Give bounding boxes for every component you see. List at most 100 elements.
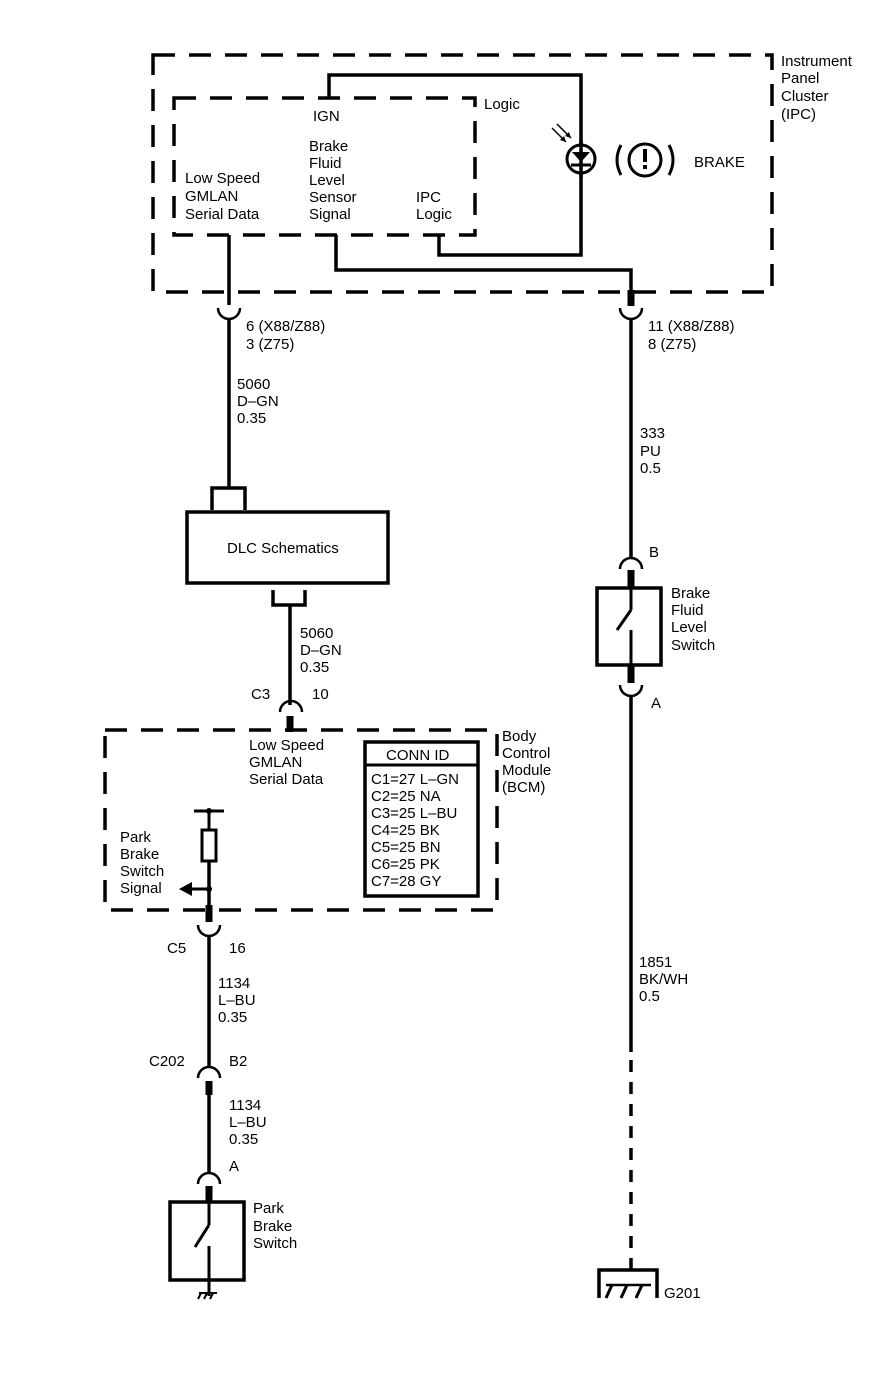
conn-id-row: C4=25 BK xyxy=(371,822,440,839)
ipc-logic-boundary xyxy=(172,96,477,237)
bcm-gmlan-line: GMLAN xyxy=(249,754,302,771)
sensor-label-line: Signal xyxy=(309,206,351,223)
wire-color: PU xyxy=(640,443,661,460)
switch-body xyxy=(595,586,663,667)
ign-led-circuit xyxy=(327,73,583,257)
ipc-pin-label: 11 (X88/Z88) xyxy=(648,318,734,335)
bcm-name-line: Body xyxy=(502,728,537,745)
connector-female-icon xyxy=(196,1171,222,1185)
wire-size: 0.35 xyxy=(218,1009,247,1026)
wire-color: L–BU xyxy=(229,1114,267,1131)
ground-icon xyxy=(597,1268,659,1299)
switch-name-line: Switch xyxy=(253,1235,297,1252)
connector-pin: B2 xyxy=(229,1053,247,1070)
park-signal-line: Brake xyxy=(120,846,159,863)
signal-arrow-icon xyxy=(179,882,192,896)
bcm-name-line: Module xyxy=(502,762,551,779)
wire-color: L–BU xyxy=(218,992,256,1009)
bcm-gmlan-line: Low Speed xyxy=(249,737,324,754)
connector-female-icon xyxy=(278,699,304,713)
switch-contact-icon xyxy=(615,609,633,631)
conn-id-row: C7=28 GY xyxy=(371,873,441,890)
connector-pin: B xyxy=(649,544,659,561)
connector-id: C5 xyxy=(167,940,186,957)
bcm-boundary xyxy=(103,728,499,912)
wire-size: 0.5 xyxy=(639,988,660,1005)
connector-pin: A xyxy=(651,695,661,712)
connector-pin: A xyxy=(229,1158,239,1175)
wire-color: BK/WH xyxy=(639,971,688,988)
switch-name-line: Fluid xyxy=(671,602,704,619)
sensor-label-line: Sensor xyxy=(309,189,357,206)
led-icon xyxy=(551,123,597,178)
sensor-label-line: Brake xyxy=(309,138,348,155)
switch-name-line: Brake xyxy=(671,585,710,602)
gmlan-circuit-lower: 5060 D–GN 0.35 C3 10 xyxy=(251,605,342,732)
wire-circuit-number: 5060 xyxy=(237,376,270,393)
wire-circuit-number: 1134 xyxy=(218,975,250,992)
park-signal-line: Park xyxy=(120,829,151,846)
bcm-name-line: (BCM) xyxy=(502,779,545,796)
ipc-pin-label: 6 (X88/Z88) xyxy=(246,318,325,335)
dlc-connector-bottom xyxy=(271,590,307,607)
dlc-component[interactable]: DLC Schematics xyxy=(185,486,390,607)
gmlan-label-line: Low Speed xyxy=(185,170,260,187)
fluid-circuit: 11 (X88/Z88) 8 (Z75) 333 PU 0.5 xyxy=(618,290,734,558)
ipc-module: Instrument Panel Cluster (IPC) Logic IGN… xyxy=(151,53,853,305)
wire-size: 0.35 xyxy=(229,1131,258,1148)
wire-size: 0.5 xyxy=(640,460,661,477)
wire-circuit-number: 1134 xyxy=(229,1097,261,1114)
wire-color: D–GN xyxy=(300,642,342,659)
connector-female-icon xyxy=(196,1065,222,1079)
ipc-name-line: (IPC) xyxy=(781,106,816,123)
bcm-module: Body Control Module (BCM) Low Speed GMLA… xyxy=(103,728,551,912)
wire-circuit-number: 1851 xyxy=(639,954,672,971)
connector-female-icon xyxy=(618,556,644,570)
conn-id-row: C1=27 L–GN xyxy=(371,771,459,788)
logic-label: Logic xyxy=(484,96,520,113)
connector-female-icon xyxy=(216,307,242,321)
ipc-pin-label: 8 (Z75) xyxy=(648,336,696,353)
connector-pin: 16 xyxy=(229,940,246,957)
park-signal-line: Switch xyxy=(120,863,164,880)
ground-circuit: 1851 BK/WH 0.5 G201 xyxy=(597,695,701,1302)
connector-pin: 10 xyxy=(312,686,329,703)
switch-name-line: Switch xyxy=(671,637,715,654)
ipc-logic-label-line: Logic xyxy=(416,206,452,223)
connector-id: C202 xyxy=(149,1053,185,1070)
sensor-label-line: Fluid xyxy=(309,155,342,172)
wire-size: 0.35 xyxy=(300,659,329,676)
conn-id-row: C2=25 NA xyxy=(371,788,441,805)
switch-body xyxy=(168,1200,246,1282)
brake-indicator-label: BRAKE xyxy=(694,154,745,171)
switch-name-line: Level xyxy=(671,619,707,636)
ipc-logic-label-line: IPC xyxy=(416,189,441,206)
switch-name-line: Brake xyxy=(253,1218,292,1235)
ipc-boundary xyxy=(151,53,774,294)
connector-female-icon xyxy=(618,684,644,698)
conn-id-title: CONN ID xyxy=(386,747,450,764)
dlc-label[interactable]: DLC Schematics xyxy=(227,540,339,557)
conn-id-table: CONN ID C1=27 L–GN C2=25 NA C3=25 L–BU C… xyxy=(363,740,480,898)
bcm-gmlan-line: Serial Data xyxy=(249,771,324,788)
conn-id-row: C5=25 BN xyxy=(371,839,441,856)
ign-label: IGN xyxy=(313,108,340,125)
conn-id-row: C6=25 PK xyxy=(371,856,440,873)
switch-contact-icon xyxy=(193,1224,211,1248)
park-brake-switch: A Park Brake Switch xyxy=(168,1158,297,1300)
wire-circuit-number: 5060 xyxy=(300,625,333,642)
ipc-name-line: Cluster xyxy=(781,88,829,105)
gmlan-label-line: Serial Data xyxy=(185,206,260,223)
pullup-resistor-icon xyxy=(190,808,224,912)
switch-name-line: Park xyxy=(253,1200,284,1217)
conn-id-row: C3=25 L–BU xyxy=(371,805,457,822)
wire-circuit-number: 333 xyxy=(640,425,665,442)
dlc-connector-top xyxy=(210,486,247,510)
chassis-ground-icon xyxy=(197,1292,217,1300)
gmlan-label-line: GMLAN xyxy=(185,188,238,205)
bcm-name-line: Control xyxy=(502,745,550,762)
dlc-box[interactable] xyxy=(185,510,390,585)
inline-connector-c202: C202 B2 1134 L–BU 0.35 xyxy=(149,1053,267,1172)
connector-female-icon xyxy=(618,307,644,321)
ipc-name-line: Instrument xyxy=(781,53,853,70)
